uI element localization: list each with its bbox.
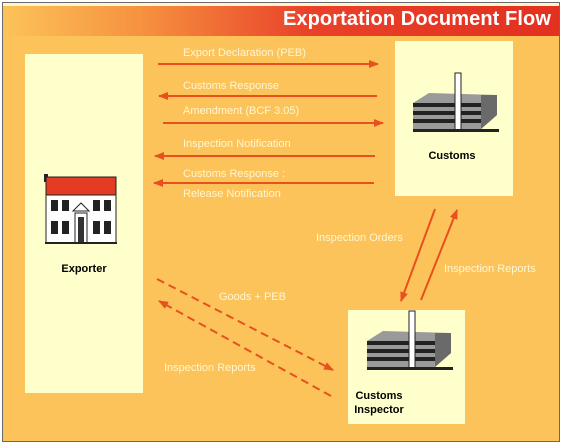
- diagram-frame: Exportation Document Flow: [2, 2, 560, 442]
- label-customs-response: Customs Response: [183, 80, 279, 92]
- label-inspection-orders: Inspection Orders: [316, 232, 403, 244]
- office-building-icon: [413, 72, 499, 132]
- inspector-label-line2: Inspector: [354, 404, 404, 416]
- arrow-inspection-reports-left: [158, 300, 332, 397]
- label-release-notification: Release Notification: [183, 188, 281, 200]
- customs-label: Customs: [428, 150, 475, 162]
- label-goods-peb: Goods + PEB: [219, 291, 286, 303]
- office-building-icon: [367, 310, 453, 370]
- inspector-label-line1: Customs: [355, 390, 402, 402]
- label-export-declaration: Export Declaration (PEB): [183, 47, 306, 59]
- diagram-title: Exportation Document Flow: [282, 8, 551, 30]
- label-inspection-reports-left: Inspection Reports: [164, 362, 256, 374]
- house-icon: [44, 174, 117, 244]
- flow-diagram: Exporter Customs Customs Inspector Expor…: [44, 47, 536, 416]
- label-inspection-notification: Inspection Notification: [183, 138, 291, 150]
- arrow-inspection-reports-right: [420, 209, 458, 301]
- arrow-goods-peb: [156, 278, 334, 371]
- exporter-label: Exporter: [61, 263, 107, 275]
- arrow-inspection-orders: [400, 208, 436, 302]
- label-inspection-reports-right: Inspection Reports: [444, 263, 536, 275]
- label-customs-response-2: Customs Response :: [183, 168, 285, 180]
- label-amendment: Amendment (BCF 3.05): [183, 105, 299, 117]
- title-bar: Exportation Document Flow: [3, 3, 559, 37]
